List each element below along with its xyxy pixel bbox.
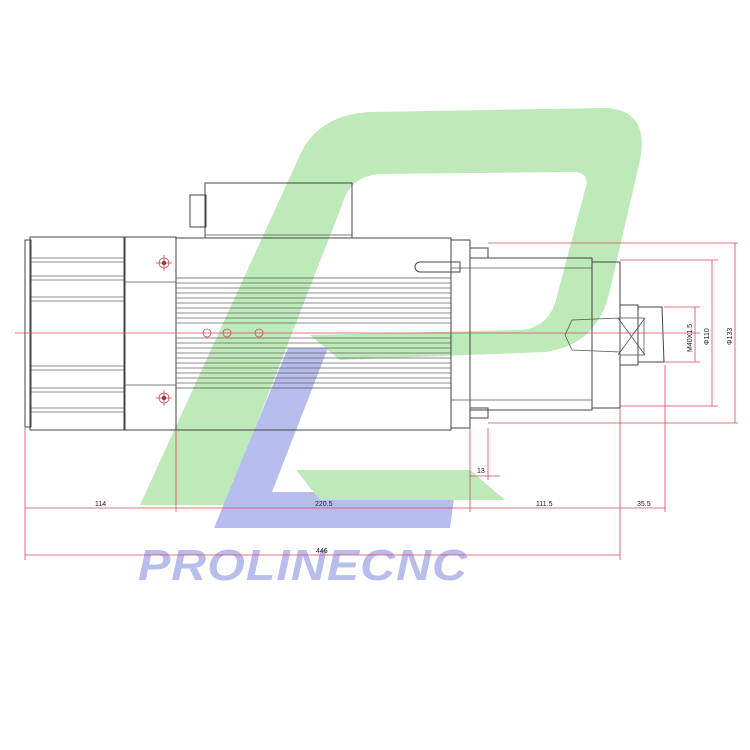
logo-blue-l (214, 348, 455, 528)
brand-wordmark: PROLINECNC (138, 541, 468, 590)
dim-back-cover: 114 (95, 501, 106, 508)
dimension-lines (24, 242, 738, 560)
dimension-labels: 114 220.5 111.5 35.5 446 13 M40X1.5 Φ110… (95, 324, 734, 555)
dim-flange-step: 13 (477, 468, 485, 475)
dim-shaft-housing: 111.5 (536, 501, 553, 508)
logo-watermark: PROLINECNC (138, 108, 642, 590)
dim-shaft-dia: Φ110 (704, 328, 711, 345)
dim-total-length: 446 (316, 548, 328, 555)
dim-nose: 35.5 (637, 501, 651, 508)
logo-green-tail (296, 470, 505, 500)
body-cooling-fins (176, 282, 451, 384)
logo-green-p (140, 108, 642, 505)
dim-body: 220.5 (315, 501, 333, 508)
dim-housing-dia: Φ133 (727, 328, 734, 345)
dim-collet-nut: M40X1.5 (687, 324, 694, 352)
motor-outline (24, 182, 665, 431)
fan-cover-fins (31, 257, 124, 413)
